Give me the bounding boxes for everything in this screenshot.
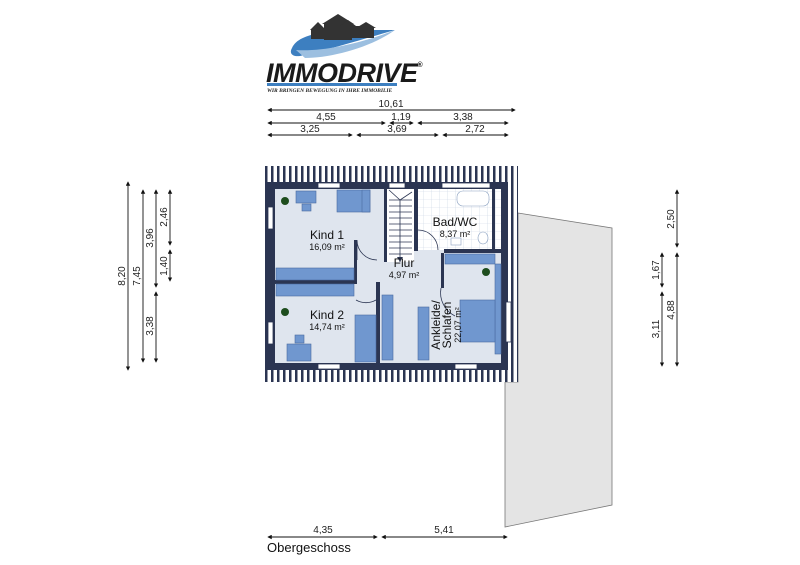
dim-right-b: 1,67: [651, 260, 662, 280]
dim-top-total: 10,61: [378, 99, 403, 110]
interior-walls: [275, 189, 501, 363]
room-name-schlafen-line1: Ankleide/: [429, 300, 443, 350]
room-name-schlafen-line2: Schlafen: [440, 302, 454, 349]
room-name-kind2: Kind 2: [310, 308, 344, 322]
terrain-area: [504, 212, 613, 528]
dim-top-r3-3: 2,72: [465, 124, 485, 135]
logo-registered-mark: ®: [417, 62, 423, 69]
logo-wordmark: IMMODRIVE®: [266, 58, 423, 89]
room-area-kind2: 14,74 m²: [309, 322, 345, 332]
dimension-lines: [125, 107, 680, 540]
dim-top-r3-2: 3,69: [387, 124, 407, 135]
dim-left-a: 3,96: [145, 228, 156, 248]
dim-left-b: 3,38: [145, 316, 156, 336]
room-area-bad: 8,37 m²: [440, 229, 471, 239]
room-area-kind1: 16,09 m²: [309, 242, 345, 252]
dim-bottom-1: 4,35: [313, 525, 333, 536]
room-name-bad: Bad/WC: [433, 215, 478, 229]
plant-icons: [281, 197, 490, 316]
windows: [267, 182, 512, 370]
doors: [355, 229, 456, 317]
furniture: [275, 189, 502, 363]
room-area-schlafen: 22,07 m²: [453, 307, 463, 343]
bath-fixtures: [450, 190, 490, 246]
room-name-flur: Flur: [394, 256, 415, 270]
logo-emblem: [290, 14, 395, 58]
dim-right-d: 4,88: [666, 300, 677, 320]
dim-left-inner: 7,45: [132, 266, 143, 286]
logo-tagline: WIR BRINGEN BEWEGUNG IN IHRE IMMOBILIE: [267, 88, 393, 94]
dim-left-c: 2,46: [159, 207, 170, 227]
logo-underline: [267, 83, 397, 86]
dim-left-total: 8,20: [117, 266, 128, 286]
dim-bottom-2: 5,41: [434, 525, 454, 536]
dim-right-a: 2,50: [666, 209, 677, 229]
dim-top-r2-2: 1,19: [391, 112, 411, 123]
dim-left-d: 1,40: [159, 256, 170, 276]
logo-brand: IMMODRIVE: [266, 58, 418, 88]
room-name-kind1: Kind 1: [310, 228, 344, 242]
dim-top-r2-3: 3,38: [453, 112, 473, 123]
room-area-flur: 4,97 m²: [389, 270, 420, 280]
dim-right-c: 3,11: [651, 319, 662, 338]
staircase: [387, 189, 414, 262]
floor-label: Obergeschoss: [267, 540, 351, 555]
dim-top-r3-1: 3,25: [300, 124, 320, 135]
dim-top-r2-1: 4,55: [316, 112, 336, 123]
